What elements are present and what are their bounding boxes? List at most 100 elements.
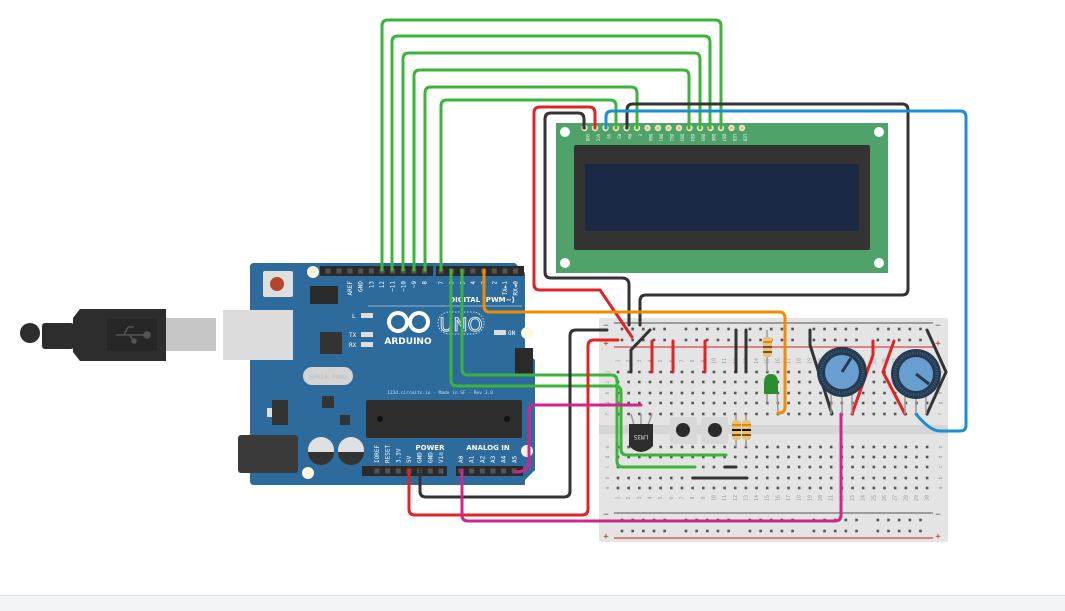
breadboard-hole[interactable] (808, 486, 812, 490)
resistor-led[interactable] (763, 330, 772, 372)
breadboard-hole[interactable] (893, 455, 897, 459)
breadboard-hole[interactable] (904, 476, 908, 480)
breadboard-hole[interactable] (819, 401, 822, 405)
breadboard-hole[interactable] (701, 380, 705, 384)
breadboard-hole[interactable] (627, 445, 630, 449)
breadboard-hole[interactable] (723, 486, 726, 490)
rail-hole[interactable] (695, 529, 698, 533)
breadboard-hole[interactable] (648, 370, 652, 374)
breadboard-hole[interactable] (723, 401, 726, 405)
rail-hole[interactable] (919, 529, 922, 533)
jumper-red-pot1[interactable] (850, 339, 875, 416)
rail-hole[interactable] (823, 529, 826, 533)
header-pin[interactable] (325, 268, 331, 274)
rail-hole[interactable] (642, 327, 645, 331)
breadboard-hole[interactable] (787, 391, 790, 395)
wire-green-d8-e[interactable] (423, 85, 639, 272)
resistor-pulldown-2[interactable] (742, 414, 751, 447)
breadboard-hole[interactable] (691, 401, 694, 405)
breadboard-hole[interactable] (797, 476, 801, 480)
rail-hole[interactable] (897, 338, 901, 342)
breadboard-hole[interactable] (872, 486, 876, 490)
header-pin[interactable] (336, 268, 342, 274)
breadboard-hole[interactable] (851, 486, 854, 490)
breadboard-hole[interactable] (755, 476, 758, 480)
breadboard-hole[interactable] (744, 486, 748, 490)
breadboard-hole[interactable] (733, 486, 737, 490)
breadboard-hole[interactable] (712, 486, 716, 490)
rail-hole[interactable] (855, 338, 858, 342)
digital-header-1[interactable] (320, 266, 433, 276)
breadboard-hole[interactable] (701, 370, 705, 374)
breadboard-hole[interactable] (701, 455, 705, 459)
breadboard-hole[interactable] (659, 370, 662, 374)
breadboard-hole[interactable] (851, 476, 854, 480)
rail-hole[interactable] (876, 518, 880, 522)
rail-hole[interactable] (769, 327, 773, 331)
header-pin[interactable] (374, 468, 380, 474)
breadboard-hole[interactable] (755, 370, 758, 374)
breadboard-hole[interactable] (744, 455, 748, 459)
breadboard-hole[interactable] (680, 401, 684, 405)
rail-hole[interactable] (919, 338, 922, 342)
breadboard-hole[interactable] (638, 401, 641, 405)
breadboard-hole[interactable] (680, 412, 684, 416)
breadboard-hole[interactable] (659, 455, 662, 459)
breadboard-hole[interactable] (701, 445, 705, 449)
breadboard-hole[interactable] (648, 455, 652, 459)
breadboard-hole[interactable] (872, 455, 876, 459)
breadboard-hole[interactable] (670, 391, 673, 395)
breadboard-hole[interactable] (755, 391, 758, 395)
breadboard-hole[interactable] (776, 370, 780, 374)
breadboard-hole[interactable] (680, 370, 684, 374)
rail-hole[interactable] (876, 338, 880, 342)
rail-hole[interactable] (919, 327, 922, 331)
breadboard-hole[interactable] (670, 380, 673, 384)
breadboard-hole[interactable] (851, 465, 854, 469)
breadboard-hole[interactable] (765, 465, 769, 469)
breadboard-hole[interactable] (659, 401, 662, 405)
breadboard-hole[interactable] (861, 391, 865, 395)
breadboard-hole[interactable] (872, 465, 876, 469)
rail-hole[interactable] (780, 338, 784, 342)
breadboard-hole[interactable] (659, 391, 662, 395)
breadboard-hole[interactable] (787, 465, 790, 469)
breadboard-hole[interactable] (808, 370, 812, 374)
breadboard-hole[interactable] (883, 445, 886, 449)
breadboard-hole[interactable] (691, 412, 694, 416)
breadboard-hole[interactable] (893, 476, 897, 480)
breadboard-hole[interactable] (883, 412, 886, 416)
breadboard-hole[interactable] (883, 465, 886, 469)
rail-hole[interactable] (684, 529, 688, 533)
breadboard-hole[interactable] (829, 445, 833, 449)
breadboard-hole[interactable] (659, 486, 662, 490)
breadboard-hole[interactable] (861, 455, 865, 459)
breadboard-hole[interactable] (670, 445, 673, 449)
breadboard-hole[interactable] (776, 486, 780, 490)
breadboard-hole[interactable] (627, 476, 630, 480)
rail-hole[interactable] (748, 338, 752, 342)
button-cap[interactable] (708, 423, 722, 437)
rail-hole[interactable] (855, 327, 858, 331)
breadboard-hole[interactable] (712, 412, 716, 416)
breadboard-hole[interactable] (808, 455, 812, 459)
breadboard-hole[interactable] (627, 412, 630, 416)
breadboard-hole[interactable] (670, 476, 673, 480)
rail-hole[interactable] (705, 338, 709, 342)
breadboard-hole[interactable] (776, 445, 780, 449)
breadboard-hole[interactable] (659, 476, 662, 480)
rail-hole[interactable] (759, 327, 762, 331)
breadboard-hole[interactable] (691, 370, 694, 374)
breadboard-hole[interactable] (670, 412, 673, 416)
breadboard-hole[interactable] (744, 391, 748, 395)
rail-hole[interactable] (855, 518, 858, 522)
wire-black-lcd-rw[interactable] (625, 102, 910, 327)
breadboard-hole[interactable] (808, 391, 812, 395)
breadboard-hole[interactable] (883, 391, 886, 395)
breadboard-hole[interactable] (776, 455, 780, 459)
breadboard-hole[interactable] (915, 445, 918, 449)
breadboard-hole[interactable] (733, 455, 737, 459)
breadboard-hole[interactable] (797, 412, 801, 416)
breadboard-hole[interactable] (872, 476, 876, 480)
